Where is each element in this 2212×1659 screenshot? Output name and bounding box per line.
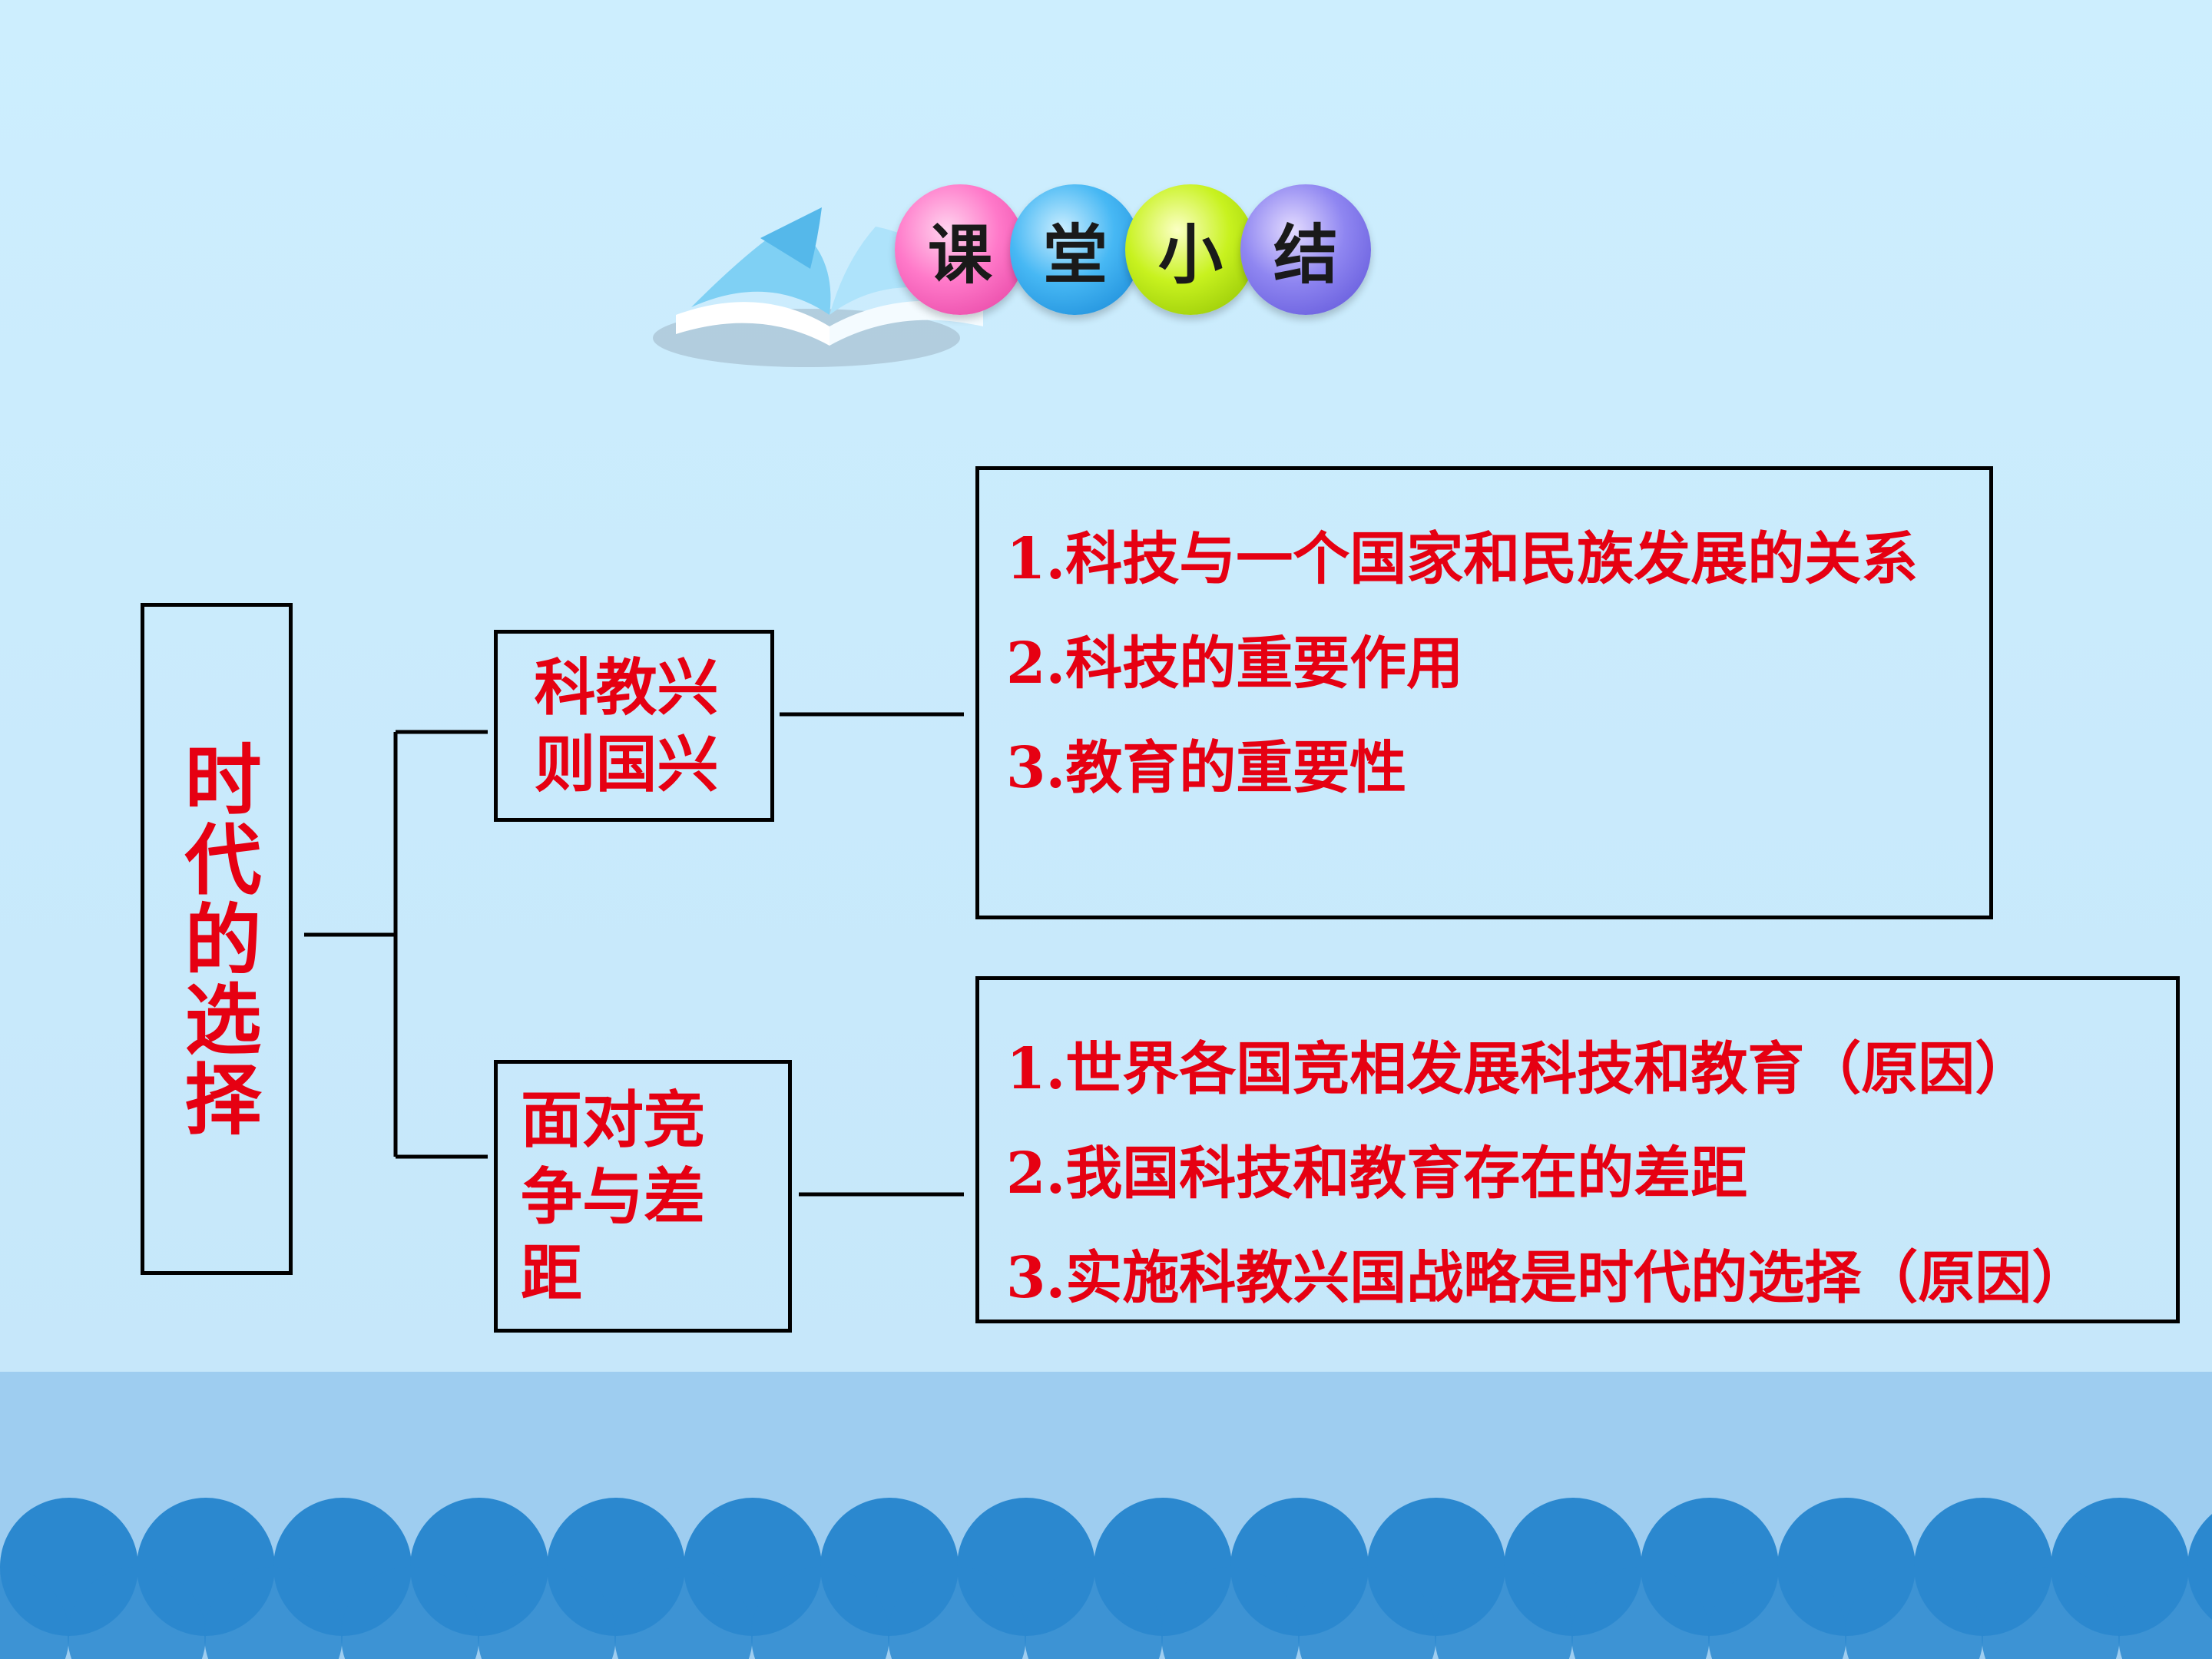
wave-scallop	[1161, 1567, 1300, 1659]
title-char: 小	[1157, 217, 1223, 293]
wave-scallop	[1708, 1567, 1846, 1659]
wave-scallop	[1025, 1567, 1163, 1659]
branch-node: 面对竞争与差距	[494, 1060, 792, 1333]
leaf-item: 3.教育的重要性	[1006, 735, 1407, 801]
title-char-ball: 堂	[1010, 184, 1141, 315]
wave-scallop	[1435, 1567, 1573, 1659]
wave-scallop	[751, 1567, 889, 1659]
wave-scallop	[1571, 1567, 1710, 1659]
leaf-item: 1.科技与一个国家和民族发展的关系	[1006, 526, 1919, 592]
branch-label: 科教兴则国兴	[534, 651, 719, 800]
leaf-item: 3.实施科教兴国战略是时代的选择（原因）	[1006, 1245, 2089, 1311]
title-char: 课	[927, 217, 992, 293]
root-node: 时代的选择	[141, 603, 293, 1275]
wave-scallop	[341, 1567, 479, 1659]
wave-scallop	[204, 1567, 343, 1659]
title-char-ball: 课	[895, 184, 1025, 315]
wave-pattern	[0, 1498, 2212, 1659]
title-char-ball: 小	[1125, 184, 1256, 315]
wave-scallop	[2118, 1567, 2212, 1659]
title-char: 堂	[1042, 217, 1108, 293]
branch-label: 面对竞争与差距	[521, 1083, 705, 1310]
leaf-item: 1.世界各国竞相发展科技和教育（原因）	[1006, 1036, 2032, 1102]
leaf-item: 2.科技的重要作用	[1006, 631, 1464, 697]
wave-scallop	[478, 1567, 616, 1659]
root-label: 时代的选择	[171, 739, 262, 1139]
title-char: 结	[1273, 217, 1338, 293]
leaf-node: 1.科技与一个国家和民族发展的关系 2.科技的重要作用 3.教育的重要性	[975, 466, 1993, 919]
title-char-ball: 结	[1240, 184, 1371, 315]
wave-scallop	[1982, 1567, 2120, 1659]
leaf-node: 1.世界各国竞相发展科技和教育（原因） 2.我国科技和教育存在的差距 3.实施科…	[975, 976, 2180, 1323]
wave-scallop	[1845, 1567, 1983, 1659]
wave-scallop	[614, 1567, 753, 1659]
wave-scallop	[1298, 1567, 1436, 1659]
leaf-item: 2.我国科技和教育存在的差距	[1006, 1141, 1748, 1207]
branch-node: 科教兴则国兴	[494, 630, 774, 822]
section-title: 课 堂 小 结	[645, 177, 1382, 367]
wave-scallop	[888, 1567, 1026, 1659]
wave-scallop	[0, 1567, 69, 1659]
wave-scallop	[68, 1567, 206, 1659]
